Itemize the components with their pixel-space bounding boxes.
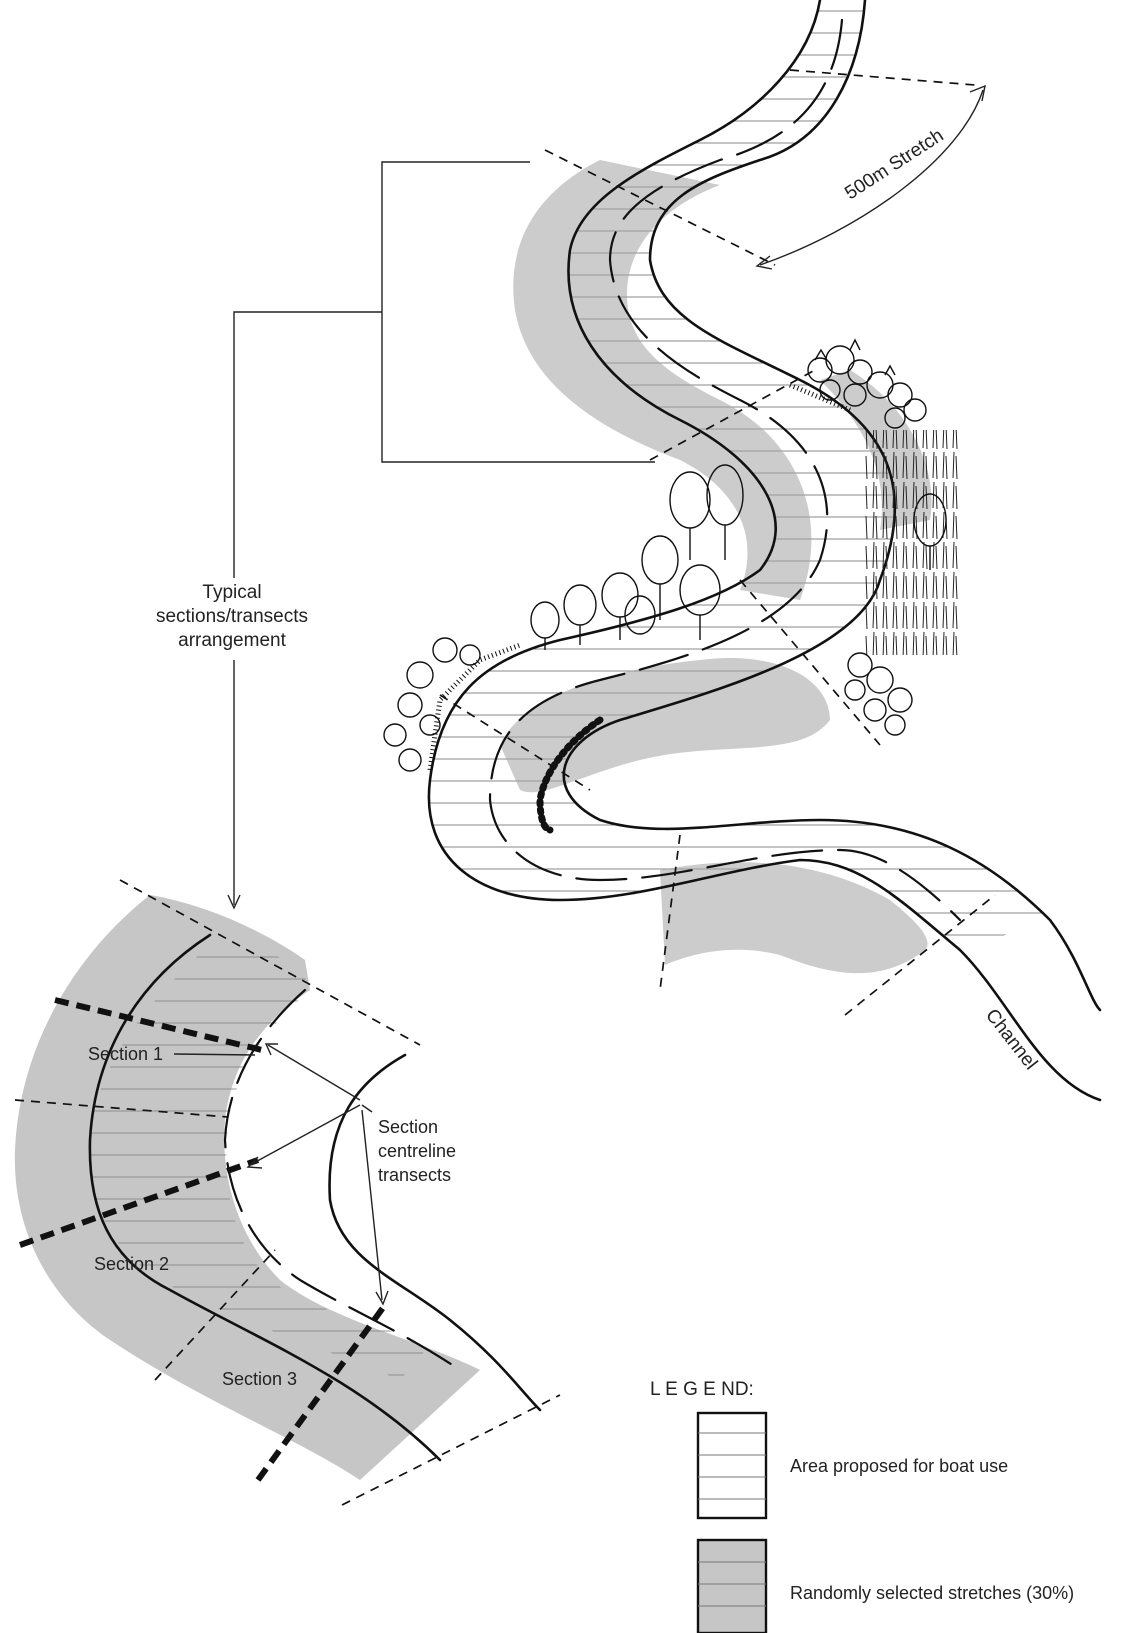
section3-label: Section 3 <box>222 1369 297 1389</box>
shrubs-upper-right <box>807 338 927 429</box>
legend-title: L E G E ND: <box>650 1379 754 1400</box>
arrangement-label-line2: sections/transects <box>156 606 308 627</box>
centreline-callout: Section centreline transects <box>246 1043 456 1306</box>
stretch-arrow <box>759 89 984 266</box>
section2-label: Section 2 <box>94 1254 169 1274</box>
section1-label: Section 1 <box>88 1044 163 1064</box>
callout-bracket: Typical sections/transects arrangement <box>156 161 655 910</box>
centreline-label-line2: centreline <box>378 1141 456 1161</box>
grass-fringe <box>789 382 851 413</box>
legend-label-boat-area: Area proposed for boat use <box>790 1456 1008 1476</box>
pebble-bar <box>536 716 604 834</box>
stretch-boundary <box>544 149 776 266</box>
arrangement-label-line3: arrangement <box>178 630 286 651</box>
river-centreline <box>488 18 962 922</box>
stretch-boundary <box>439 694 591 791</box>
centreline-label-line3: transects <box>378 1165 451 1185</box>
section3-transect <box>255 1303 388 1482</box>
shrubs-lower-right <box>844 652 913 736</box>
legend-label-selected: Randomly selected stretches (30%) <box>790 1583 1074 1603</box>
right-bank <box>562 0 1102 1012</box>
legend-swatch-boat-area <box>696 1411 768 1520</box>
stretch-boundary <box>659 834 681 991</box>
shrubs-left <box>383 637 481 772</box>
inset-transects <box>90 935 430 1380</box>
inset-centreline <box>223 988 462 1372</box>
stretch-boundary <box>739 579 881 746</box>
stretch-boundary <box>844 894 996 1016</box>
detail-inset: Section 1 Section 2 Section 3 Section ce… <box>14 879 561 1506</box>
trees-centre <box>530 464 947 650</box>
legend: L E G E ND: Area proposed for boat use R… <box>650 1379 1074 1633</box>
stretch-arrowhead <box>755 255 773 270</box>
left-bank <box>427 0 1102 1102</box>
inset-boundary <box>14 1099 229 1118</box>
reeds-right <box>865 430 960 655</box>
grass-fringe <box>427 642 521 771</box>
centreline-label-line1: Section <box>378 1117 438 1137</box>
inset-right-bank <box>328 1053 542 1412</box>
river-main: 500m Stretch Channel <box>427 0 1102 1102</box>
selected-stretch-4 <box>660 862 928 974</box>
inset-boundary <box>154 1249 276 1381</box>
section1-transect <box>54 997 263 1053</box>
legend-swatch-selected <box>696 1538 768 1633</box>
arrangement-label-line1: Typical <box>202 582 261 603</box>
inset-boundary <box>341 1394 561 1506</box>
vegetation <box>383 338 960 834</box>
section2-transect <box>18 1157 260 1248</box>
stretch-arrowhead <box>969 84 986 102</box>
